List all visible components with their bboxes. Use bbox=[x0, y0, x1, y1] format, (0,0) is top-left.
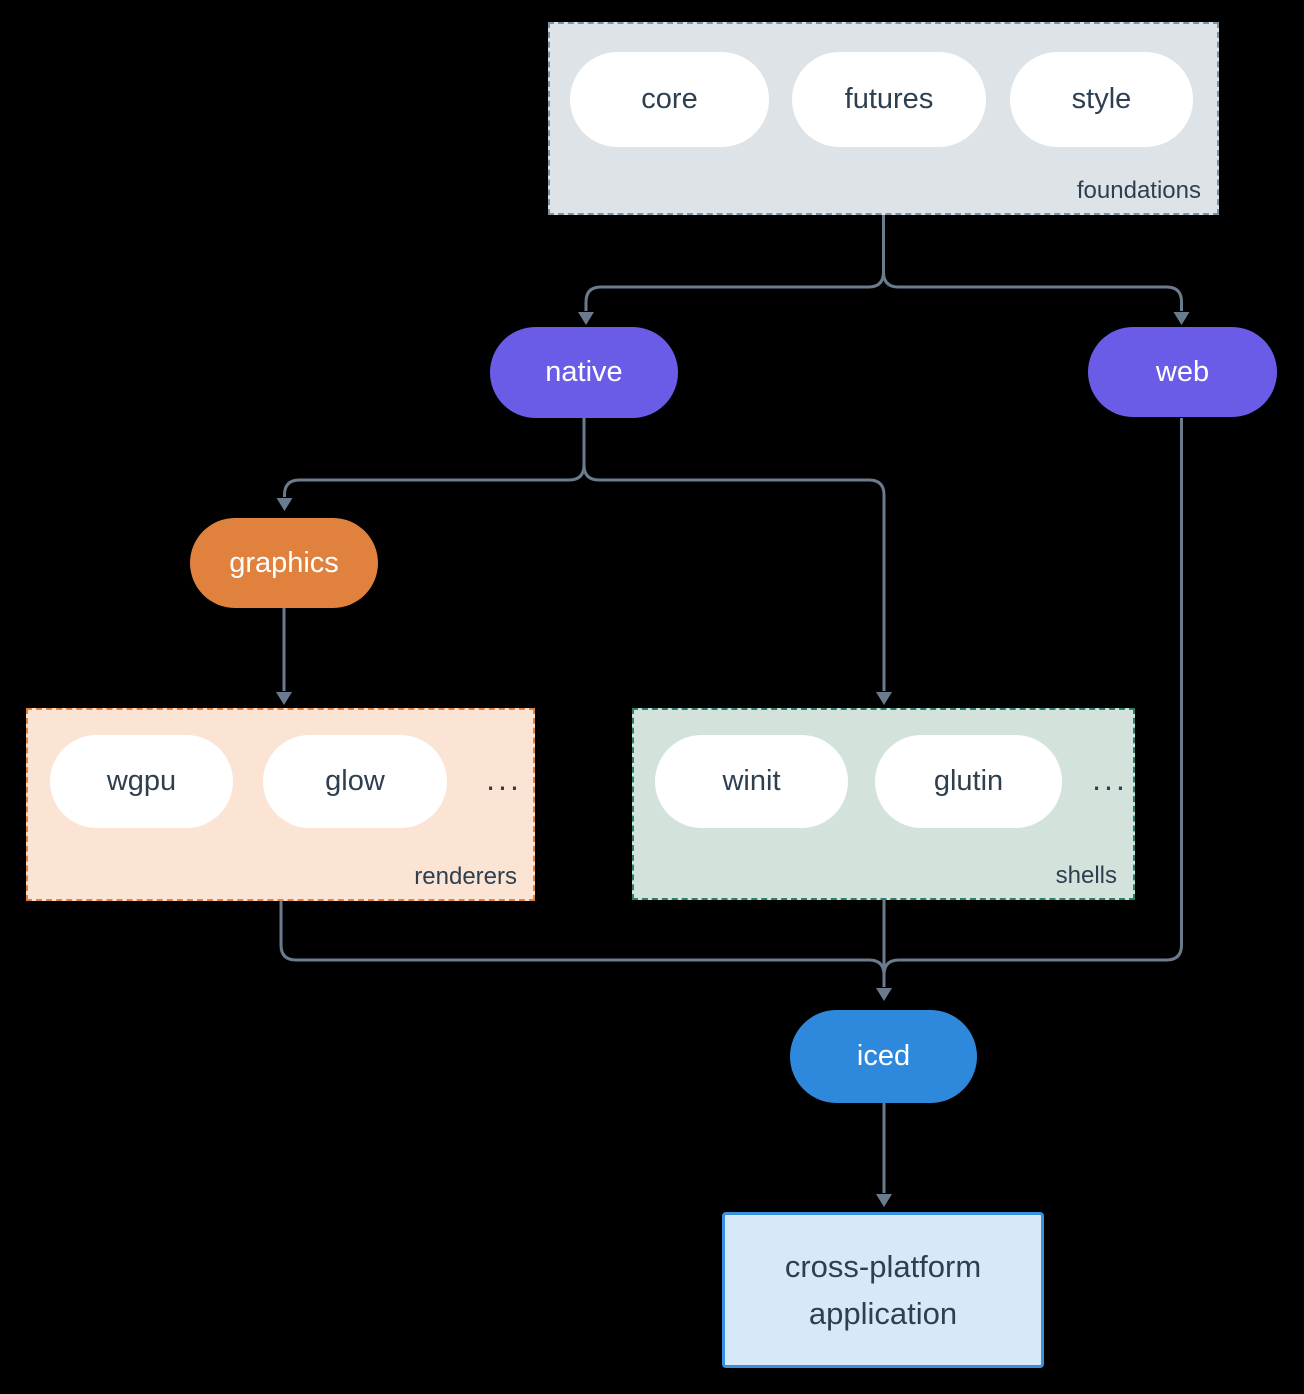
edge-renderers-iced bbox=[279, 901, 886, 976]
shells-group: winit glutin ... shells bbox=[632, 708, 1135, 900]
node-winit: winit bbox=[655, 735, 848, 828]
node-glutin: glutin bbox=[875, 735, 1062, 828]
arrowhead-iced bbox=[876, 988, 892, 1001]
arrowhead-renderers bbox=[276, 692, 292, 705]
edge-web-iced bbox=[882, 418, 1183, 976]
node-graphics: graphics bbox=[190, 518, 378, 608]
arrowhead-graphics bbox=[276, 498, 293, 511]
edge-native-shells bbox=[582, 418, 886, 691]
arrowhead-application bbox=[876, 1194, 892, 1207]
arrowhead-native bbox=[578, 312, 594, 325]
node-glow: glow bbox=[263, 735, 447, 828]
node-iced: iced bbox=[790, 1010, 977, 1103]
edge-foundations-native bbox=[584, 215, 885, 311]
shells-ellipsis: ... bbox=[1092, 761, 1128, 797]
edge-native-graphics bbox=[283, 418, 586, 497]
node-native: native bbox=[490, 327, 678, 418]
application-label-line2: application bbox=[808, 1296, 958, 1331]
renderers-group: wgpu glow ... renderers bbox=[26, 708, 535, 901]
node-futures: futures bbox=[792, 52, 986, 147]
foundations-label: foundations bbox=[1076, 177, 1201, 204]
application-label-line1: cross-platform bbox=[784, 1249, 982, 1284]
renderers-label: renderers bbox=[414, 863, 517, 890]
node-core: core bbox=[570, 52, 769, 147]
shells-label: shells bbox=[1055, 862, 1117, 889]
node-cross-platform-application: cross-platform application bbox=[722, 1212, 1044, 1368]
renderers-ellipsis: ... bbox=[486, 761, 522, 797]
node-web: web bbox=[1088, 327, 1277, 417]
edge-foundations-web bbox=[882, 215, 1183, 311]
foundations-group: core futures style foundations bbox=[548, 22, 1219, 215]
node-wgpu: wgpu bbox=[50, 735, 233, 828]
node-style: style bbox=[1010, 52, 1193, 147]
arrowhead-web bbox=[1173, 312, 1190, 325]
arrowhead-shells bbox=[876, 692, 892, 705]
